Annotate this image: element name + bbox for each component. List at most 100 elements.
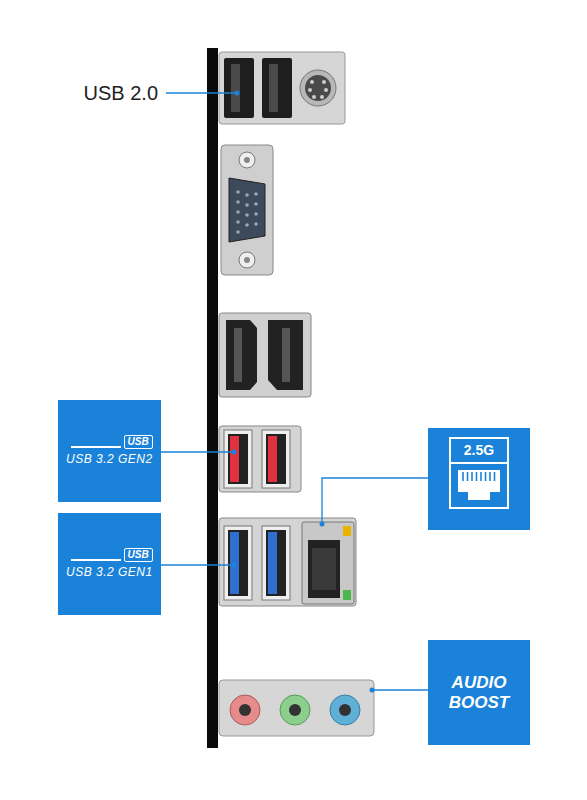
- vga-screw: [239, 152, 255, 168]
- displayport-port: [268, 320, 303, 390]
- callout-text: USB: [124, 548, 153, 562]
- vga-pin: [236, 210, 240, 214]
- metal-shield: [219, 426, 301, 492]
- ps2-pin: [312, 95, 316, 99]
- ps2-pin: [324, 88, 328, 92]
- vga-pin: [245, 223, 249, 227]
- vga-screw-hole: [244, 257, 250, 263]
- usb-gen2-group: [219, 426, 301, 492]
- leader-dots: [232, 91, 375, 693]
- audio-jack-blue: [330, 695, 360, 725]
- ps2-pin: [320, 95, 324, 99]
- lan-icon-pin: [489, 472, 491, 481]
- io-shield-edge: [207, 48, 218, 748]
- vga-pin: [236, 200, 240, 204]
- lan-icon-pin: [480, 472, 482, 481]
- leader-dot: [232, 563, 237, 568]
- lan-led: [343, 590, 351, 600]
- leader-dot: [235, 91, 240, 96]
- leader-dot: [232, 450, 237, 455]
- leader-line: [166, 92, 237, 93]
- lan-icon-pin: [467, 472, 469, 481]
- audio-jack-green: [280, 695, 310, 725]
- leader-line: [372, 689, 428, 690]
- displayport-tongue: [282, 328, 290, 382]
- vga-screw: [239, 252, 255, 268]
- vga-pin: [236, 190, 240, 194]
- lan-port-housing: [302, 522, 354, 604]
- callout-content: 2.5G: [428, 441, 530, 459]
- callout-content: USB USB 3.2 GEN1: [66, 548, 153, 580]
- callout-text: USB 3.2 GEN1: [66, 565, 153, 580]
- lan-icon-pin: [494, 472, 496, 481]
- audio-jack-hole: [239, 704, 251, 716]
- usb-tongue: [269, 64, 278, 112]
- leader-lines: [160, 93, 428, 690]
- vga-pin: [236, 220, 240, 224]
- vga-pin: [254, 202, 258, 206]
- lan-icon-pin: [471, 472, 473, 481]
- metal-shield: [219, 313, 311, 397]
- vga-pin: [236, 230, 240, 234]
- leader-line: [160, 564, 234, 565]
- vga-pin: [254, 212, 258, 216]
- usb-opening: [266, 530, 286, 596]
- lan-icon-pin: [476, 472, 478, 481]
- usb-tongue: [231, 64, 240, 112]
- leader-dot: [320, 522, 325, 527]
- ps2-port: [300, 70, 336, 106]
- callout-box: USB USB 3.2 GEN2: [58, 400, 161, 502]
- usb-opening: [266, 434, 286, 484]
- ps2-socket: [305, 75, 331, 101]
- text-row: AUDIO BOOST: [439, 673, 519, 713]
- metal-shield: [219, 518, 356, 606]
- usb-gen1-tongue: [230, 532, 239, 594]
- ps2-pin: [308, 88, 312, 92]
- usb-frame: [262, 526, 290, 600]
- text-row: USB 3.2 GEN2: [66, 452, 153, 467]
- vga-screw-hole: [244, 157, 250, 163]
- callout-box: AUDIO BOOST: [428, 640, 530, 745]
- usb-opening: [228, 530, 248, 596]
- usb-frame: [224, 526, 252, 600]
- text-row: USB 3.2 GEN1: [66, 565, 153, 580]
- port-label: USB 2.0: [84, 80, 158, 106]
- usb-frame: [224, 430, 252, 488]
- vga-bracket: [221, 145, 273, 275]
- leader-line: [160, 451, 234, 452]
- vga-pin: [254, 222, 258, 226]
- vga-pin: [245, 193, 249, 197]
- lan-led: [343, 526, 351, 536]
- vga-pin: [254, 192, 258, 196]
- audio-jack-hole: [289, 704, 301, 716]
- lan-icon-outline: [450, 438, 508, 508]
- usb-opening: [228, 434, 248, 484]
- usb-logo-line: [71, 446, 121, 448]
- hdmi-tongue: [234, 328, 242, 382]
- callout-box: USB USB 3.2 GEN1: [58, 513, 161, 615]
- usb-gen1-tongue: [268, 532, 277, 594]
- usb-gen2-tongue: [230, 436, 239, 482]
- lan-port-contacts: [312, 548, 336, 590]
- callout-text: AUDIO BOOST: [439, 673, 519, 713]
- usb2-port: [224, 58, 254, 118]
- callout-text: USB: [124, 435, 153, 449]
- leader-dot: [370, 688, 375, 693]
- callout-text: USB 3.2 GEN2: [66, 452, 153, 467]
- lan-icon-divider: [450, 462, 508, 464]
- callout-content: AUDIO BOOST: [439, 673, 519, 713]
- callout-box: 2.5G: [428, 428, 530, 530]
- usb2-port: [262, 58, 292, 118]
- hdmi-port: [226, 320, 257, 390]
- lan-port-opening: [308, 540, 340, 598]
- text-row: USB: [66, 435, 153, 449]
- usb2-ps2-group: [219, 52, 345, 124]
- usb-gen1-lan-group: [219, 518, 356, 606]
- lan-icon-pin: [485, 472, 487, 481]
- ps2-pin: [322, 80, 326, 84]
- usb-logo-line: [71, 559, 121, 561]
- audio-plate: [219, 680, 374, 736]
- audio-group: [219, 680, 374, 736]
- audio-jack-pink: [230, 695, 260, 725]
- audio-jack-hole: [339, 704, 351, 716]
